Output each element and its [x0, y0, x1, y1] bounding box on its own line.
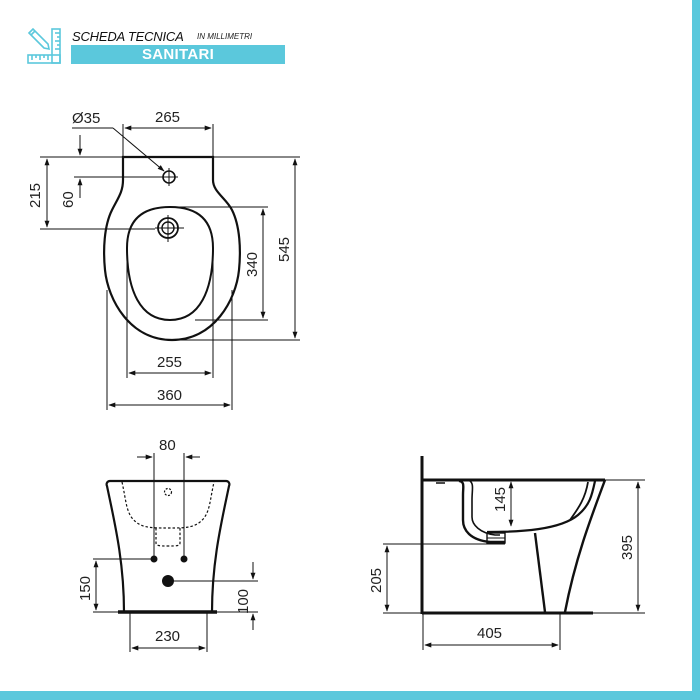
dim-bowl-depth: 145: [492, 487, 509, 512]
dim-total-height: 395: [619, 535, 636, 560]
dim-drain-height: 100: [235, 589, 252, 614]
dim-total-length: 545: [276, 237, 293, 262]
top-view-bowl: [125, 205, 215, 322]
dim-inlet-height: 150: [77, 576, 94, 601]
front-view: [93, 453, 258, 652]
dim-hole-diameter: Ø35: [72, 110, 100, 127]
units-note: IN MILLIMETRI: [197, 32, 253, 41]
dim-inlet-spacing: 80: [159, 437, 176, 454]
top-view: [40, 124, 300, 410]
dim-side-drain-height: 205: [368, 568, 385, 593]
dim-bowl-width: 255: [157, 354, 182, 371]
front-view-labels: 80 150 100 230: [77, 437, 252, 645]
dim-offset-215: 215: [27, 183, 44, 208]
dim-base-width: 230: [155, 628, 180, 645]
dim-width-top: 265: [155, 109, 180, 126]
dim-total-width: 360: [157, 387, 182, 404]
dim-bowl-length: 340: [244, 252, 261, 277]
ruler-pencil-icon: [27, 27, 61, 64]
side-view-labels: 145 205 395 405: [368, 487, 636, 642]
accent-frame-bottom: [0, 691, 700, 700]
front-view-outline: [105, 479, 231, 613]
top-view-outline: [103, 155, 241, 342]
side-view: [383, 456, 645, 650]
dim-offset-60: 60: [60, 191, 77, 208]
dim-depth: 405: [477, 625, 502, 642]
accent-frame-right: [692, 0, 700, 700]
category-banner: SANITARI: [71, 45, 285, 64]
top-view-labels: Ø35 265 215 60 340 545 255 360: [27, 109, 293, 404]
sheet-title: SCHEDA TECNICA: [72, 29, 184, 44]
